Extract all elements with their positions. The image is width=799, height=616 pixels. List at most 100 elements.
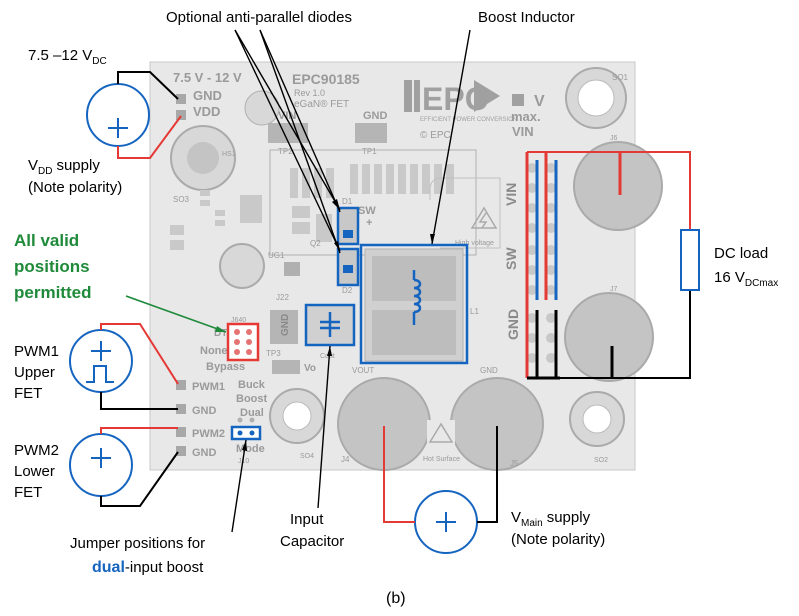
board-so3: SO3 [173, 195, 190, 204]
callout-jumper-1: Jumper positions for [70, 535, 205, 552]
board-j22: J22 [276, 293, 289, 302]
mode-jumper-highlight [230, 425, 262, 441]
board-none: None [200, 345, 228, 357]
dt-jumper-highlight [226, 322, 260, 362]
board-boost: Boost [236, 393, 268, 405]
board-pwm1: PWM1 [192, 381, 225, 393]
figure-label: (b) [386, 590, 406, 607]
board-vout: VOUT [352, 366, 374, 375]
max-v-square [512, 94, 524, 106]
board-q2: Q2 [310, 239, 321, 248]
board-dual: Dual [240, 407, 264, 419]
dc-load-wire-bottom [527, 290, 691, 379]
mode-jumper-pins [237, 430, 255, 436]
pwm2-wire-signal [100, 427, 178, 434]
callout-pwm2-3: FET [14, 484, 42, 501]
j7-terminal [564, 292, 654, 382]
board-high-voltage: High voltage [455, 240, 494, 247]
callout-valid-3: permitted [14, 283, 91, 302]
board-so4: SO4 [300, 453, 314, 460]
valid-positions-leader [125, 295, 227, 333]
callout-vdd-range: 7.5 –12 VDC [28, 47, 107, 67]
board-gnd-side: GND [505, 309, 521, 340]
callout-inductor: Boost Inductor [478, 9, 575, 26]
board-gnd-label: GND [193, 88, 222, 103]
output-header-pins [527, 163, 556, 363]
sw-blue-bars [535, 160, 558, 300]
dt-jumper-pins [234, 329, 252, 355]
board-l1: L1 [470, 307, 479, 316]
pwm1-pin [176, 380, 186, 390]
callout-vdd-note: (Note polarity) [28, 179, 122, 196]
board-vo: Vo [304, 363, 316, 374]
gnd-pad-tp3 [270, 310, 298, 344]
callout-valid-1: All valid [14, 231, 79, 250]
callout-dc-load-val: 16 VDCmax [714, 269, 778, 289]
board-max-vin: VIN [512, 124, 534, 139]
vin-red-bars [525, 152, 548, 378]
board-d1: D1 [342, 197, 353, 206]
callout-input-cap-1: Input [290, 511, 324, 528]
board-egan: eGaN® FET [294, 99, 349, 110]
dc-load-resistor [680, 229, 700, 291]
board-gnd2: GND [192, 447, 217, 459]
board-copyright: © EPC [420, 130, 451, 141]
vdd-pin [176, 110, 186, 120]
board-gnd-tp3: GND [280, 314, 291, 336]
board-pwm2: PWM2 [192, 428, 225, 440]
board-bypass: Bypass [206, 361, 245, 373]
board-max-v: V [534, 93, 545, 110]
board-so2: SO2 [594, 457, 608, 464]
mount-hole-so1-inner [577, 79, 615, 117]
board-sw-label: SW [358, 205, 376, 217]
gnd-test-pad [355, 123, 387, 143]
logo-bar-2 [414, 80, 420, 112]
callout-pwm2-1: PWM2 [14, 442, 59, 459]
epc-logo-sub: EFFICIENT POWER CONVERSION [420, 117, 517, 123]
ug1-pad [219, 243, 265, 289]
board-d2: D2 [342, 286, 353, 295]
board-j4: J4 [341, 455, 350, 464]
small-components [170, 164, 454, 250]
j6-terminal [573, 141, 663, 231]
callout-pwm1-1: PWM1 [14, 343, 59, 360]
board-vdd-label: VDD [193, 104, 220, 119]
callout-valid-2: positions [14, 257, 90, 276]
pwm1-wire-gnd [100, 392, 178, 410]
dc-load-wire-top [527, 151, 691, 230]
callout-vmain-note: (Note polarity) [511, 531, 605, 548]
inductor-icon [413, 278, 422, 314]
board-vin-side: VIN [503, 183, 519, 206]
board-rev: Rev 1.0 [294, 88, 325, 98]
mount-hole-so3-inner [187, 142, 219, 174]
callout-jumper-2: dual-input boost [92, 559, 204, 576]
board-dt: DT [214, 328, 227, 339]
callout-leaders [231, 29, 471, 533]
callout-diodes: Optional anti-parallel diodes [166, 9, 352, 26]
board-tp1: TP1 [362, 147, 377, 156]
board-mode: Mode [236, 443, 265, 455]
board-gnd1: GND [192, 405, 217, 417]
board-hs1: HS1 [222, 151, 236, 158]
gnd-pin [176, 94, 186, 104]
pwm2-pin [176, 427, 186, 437]
board-vin-range: 7.5 V - 12 V [173, 70, 242, 85]
board-tp2: TP2 [278, 147, 293, 156]
hot-surface-icon [428, 422, 454, 443]
vdd-wire-gnd [117, 71, 179, 100]
board-ug1: UG1 [268, 251, 285, 260]
board-cout: Cout [320, 353, 335, 360]
callout-pwm2-2: Lower [14, 463, 55, 480]
gnd2-pin [176, 446, 186, 456]
board-j10: J10 [238, 458, 249, 465]
board-j5: J5 [510, 459, 519, 468]
gnd1-pin [176, 404, 186, 414]
board-buck: Buck [238, 379, 266, 391]
board-hot-surface: Hot Surface [423, 456, 460, 463]
high-voltage-icon [470, 206, 498, 229]
logo-arrow [474, 80, 500, 112]
board-max: max. [511, 109, 541, 124]
vout-tp-pad [272, 360, 300, 374]
